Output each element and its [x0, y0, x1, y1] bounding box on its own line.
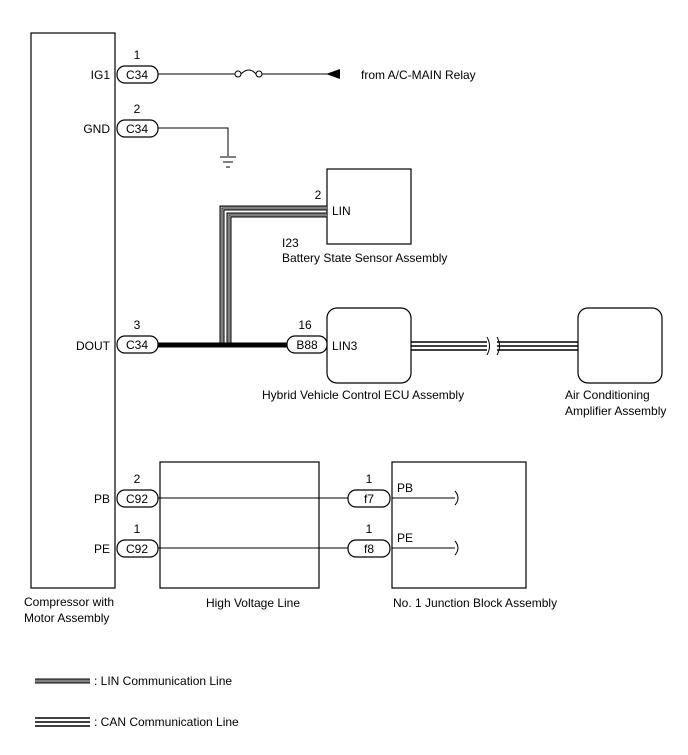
connector-pb: [116, 489, 159, 508]
junction-block-box: [391, 461, 527, 589]
pin-label-pe: PE: [94, 542, 110, 556]
pb-break-icon: [454, 490, 459, 506]
jb-pe-number: 1: [366, 522, 373, 536]
connector-ig1: [116, 65, 159, 84]
high-voltage-line-label: High Voltage Line: [206, 596, 300, 610]
connector-f7-label: f7: [364, 492, 374, 506]
legend-can-swatch: [35, 717, 90, 727]
compressor-label-line2: Motor Assembly: [24, 611, 109, 625]
ac-amplifier-line2: Amplifier Assembly: [565, 404, 666, 418]
battery-sensor-pin-name: LIN: [332, 204, 351, 218]
junction-block-label: No. 1 Junction Block Assembly: [393, 596, 557, 610]
hv-ecu-name: Hybrid Vehicle Control ECU Assembly: [262, 388, 464, 402]
battery-sensor-name: Battery State Sensor Assembly: [282, 251, 447, 265]
fuse-end-right: [255, 70, 263, 78]
connector-pe: [116, 539, 159, 558]
connector-b88-label: B88: [296, 338, 318, 352]
pin-number-gnd: 2: [134, 102, 141, 116]
jb-pb-name: PB: [397, 481, 413, 495]
jb-pe-name: PE: [397, 531, 413, 545]
jb-pb-number: 1: [366, 472, 373, 486]
pin-number-ig1: 1: [134, 48, 141, 62]
pin-number-pb: 2: [134, 472, 141, 486]
pin-label-gnd: GND: [83, 122, 110, 136]
pin-number-pe: 1: [134, 522, 141, 536]
connector-ig1-label: C34: [126, 68, 148, 82]
wire-gnd: [158, 127, 229, 156]
connector-gnd-label: C34: [126, 122, 148, 136]
connector-pb-label: C92: [126, 492, 148, 506]
connector-f7: [347, 489, 391, 508]
pin-number-dout: 3: [134, 318, 141, 332]
ac-amplifier-box: [577, 307, 663, 384]
compressor-box: [30, 32, 116, 589]
connector-f8: [347, 539, 391, 558]
ground-icon: [220, 156, 236, 168]
pin-label-pb: PB: [94, 492, 110, 506]
connector-f8-label: f8: [364, 542, 374, 556]
battery-sensor-pin-number: 2: [315, 188, 322, 202]
compressor-label-line1: Compressor with: [24, 595, 114, 609]
connector-pe-label: C92: [126, 542, 148, 556]
pin-label-dout: DOUT: [76, 339, 111, 353]
legend-lin-label: : LIN Communication Line: [94, 674, 232, 688]
ac-amplifier-line1: Air Conditioning: [565, 388, 650, 402]
fuse-icon: [240, 69, 257, 75]
arrow-left-icon: [326, 69, 340, 79]
connector-dout: [116, 335, 159, 354]
connector-gnd: [116, 119, 159, 138]
hv-ecu-pin-name: LIN3: [332, 339, 358, 353]
battery-sensor-code: I23: [282, 236, 299, 250]
lin-wires: [158, 205, 327, 348]
legend-can-label: : CAN Communication Line: [94, 715, 239, 729]
hv-ecu-pin-number: 16: [298, 318, 312, 332]
connector-dout-label: C34: [126, 338, 148, 352]
battery-sensor-box: [326, 168, 412, 245]
high-voltage-line-box: [159, 461, 320, 589]
can-wires: [411, 336, 578, 356]
pin-label-ig1: IG1: [91, 68, 111, 82]
connector-b88: [286, 335, 328, 354]
relay-source-label: from A/C-MAIN Relay: [361, 68, 476, 82]
pe-break-icon: [454, 540, 459, 556]
fuse-end-left: [234, 70, 242, 78]
